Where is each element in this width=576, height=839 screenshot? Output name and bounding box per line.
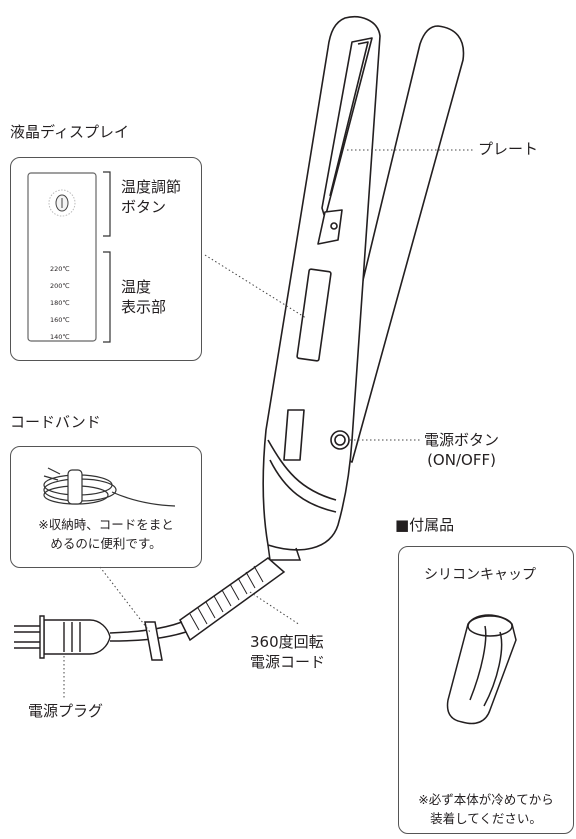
temp-tick-label: 180℃ [50,299,70,307]
silicone-cap-note: ※必ず本体が冷めてから装着してください。 [418,792,554,826]
power-plug-illustration [14,615,111,659]
lcd-display-label: 液晶ディスプレイ [10,123,129,141]
accessories-heading: ■付属品 [395,516,455,534]
temp-button-glow [48,189,76,217]
rotating-cord-label: 360度回転電源コード [250,633,326,671]
temp-adjust-bracket [103,171,111,237]
temp-tick-label: 140℃ [50,333,70,341]
temp-adjust-button-label: 温度調節ボタン [121,178,182,216]
cord-band-illustration [43,467,176,507]
plate-label: プレート [478,140,539,158]
silicone-cap-illustration [446,614,517,725]
temp-display-bracket [103,251,111,343]
flat-iron-body [262,16,465,551]
silicone-cap-box [398,546,574,834]
temp-tick-label: 220℃ [50,265,70,273]
temp-tick-label: 200℃ [50,282,70,290]
lcd-panel [27,172,97,342]
power-plug-label: 電源プラグ [28,702,104,720]
leader-lines [63,149,474,700]
temp-display-label: 温度表示部 [121,278,167,316]
silicone-cap-label: シリコンキャップ [424,567,536,583]
cord-band-label: コードバンド [10,413,101,431]
temp-tick-label: 160℃ [50,316,70,324]
cord-band-detail-box [10,446,202,568]
cord-band-note: ※収納時、コードをまとめるのに便利です。 [38,517,174,551]
power-button-label: 電源ボタン(ON/OFF) [424,431,500,469]
